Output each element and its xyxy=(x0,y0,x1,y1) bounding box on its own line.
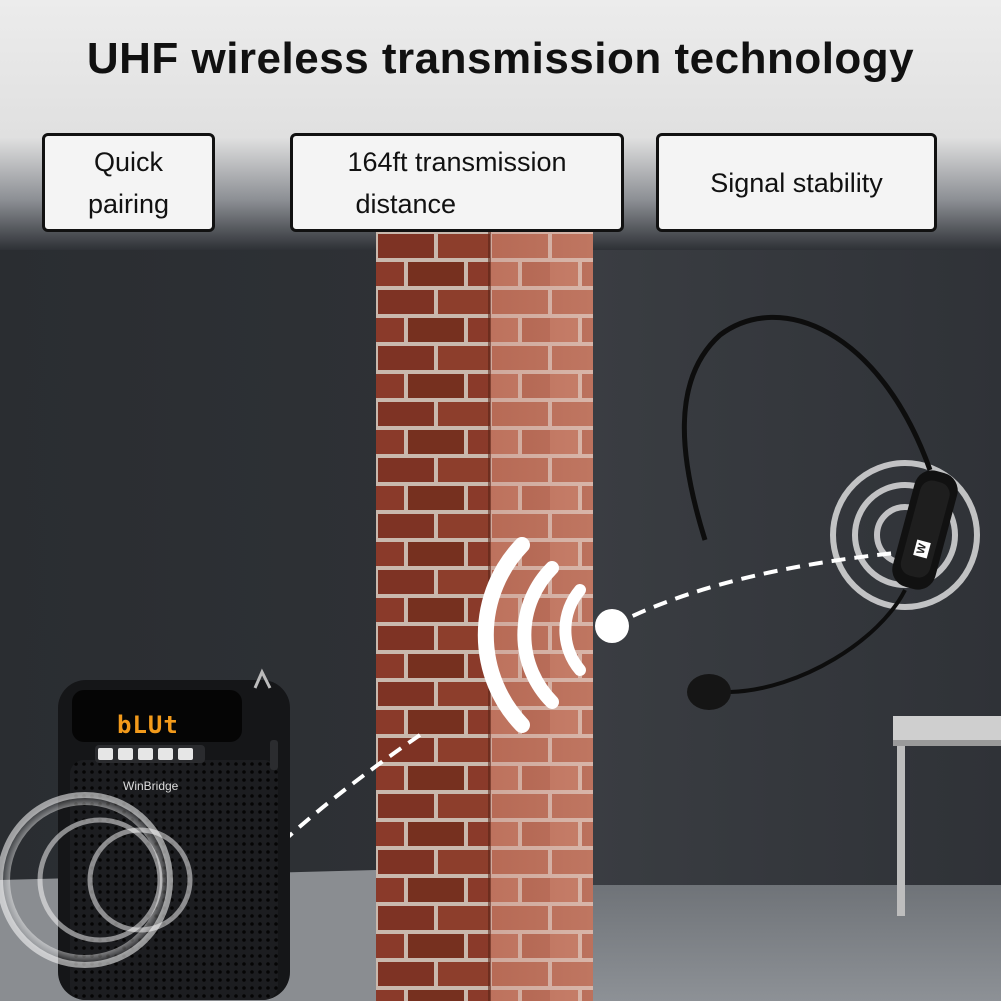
page-title: UHF wireless transmission technology xyxy=(86,34,915,83)
feature-label-line: Quick xyxy=(93,146,164,177)
speaker-display: bLUt xyxy=(117,711,179,739)
speaker-brand-logo: WinBridge xyxy=(123,779,179,793)
feature-badge-quick-pairing: Quick pairing xyxy=(42,133,215,232)
feature-label-line: pairing xyxy=(87,188,170,219)
feature-badge-transmission-distance: 164ft transmission distance xyxy=(290,133,624,232)
feature-badge-signal-stability: Signal stability xyxy=(656,133,937,232)
headset-microphone xyxy=(681,314,958,710)
feature-label-line: 164ft transmission xyxy=(347,146,567,177)
feature-label-line: Signal stability xyxy=(710,167,883,198)
feature-label-line: distance xyxy=(355,188,457,219)
